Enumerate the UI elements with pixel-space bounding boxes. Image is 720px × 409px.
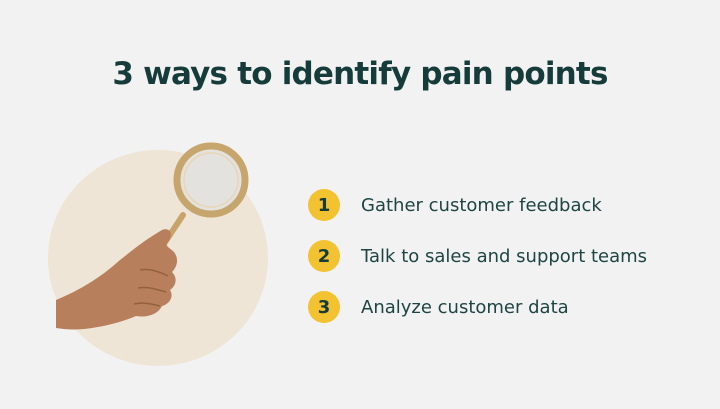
steps-list: 1 Gather customer feedback 2 Talk to sal…: [308, 189, 648, 343]
list-item: 3 Analyze customer data: [308, 291, 647, 323]
page-title: 3 ways to identify pain points: [112, 56, 608, 92]
step-label: Analyze customer data: [361, 296, 569, 318]
list-item: 2 Talk to sales and support teams: [308, 240, 648, 272]
list-item: 1 Gather customer feedback: [308, 189, 647, 221]
step-number-badge: 2: [308, 240, 340, 272]
step-number-badge: 1: [308, 189, 340, 221]
step-label: Gather customer feedback: [361, 194, 602, 216]
step-number-badge: 3: [308, 291, 340, 323]
hand-holding-magnifying-glass-icon: [56, 142, 249, 330]
step-label: Talk to sales and support teams: [361, 245, 648, 267]
